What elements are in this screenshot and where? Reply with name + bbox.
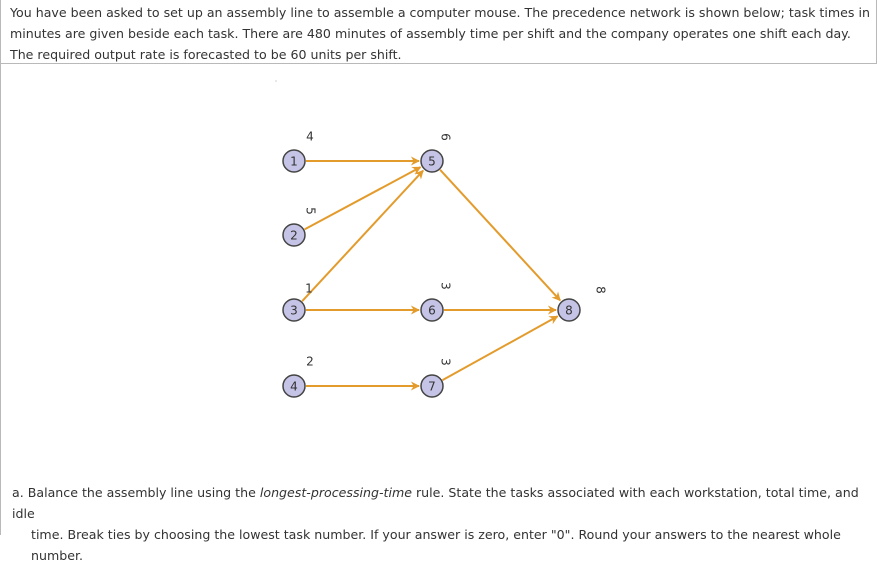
task-time-label: 4	[306, 130, 314, 144]
task-id-label: 5	[428, 155, 436, 169]
task-id-label: 4	[290, 380, 298, 394]
task-node-7: 73	[420, 358, 453, 398]
task-node-circle	[420, 298, 444, 322]
task-id-label: 2	[290, 229, 298, 243]
task-id-label: 7	[428, 380, 436, 394]
task-time-label: 1	[305, 282, 313, 296]
task-id-label: 1	[290, 155, 298, 169]
stray-mark	[275, 80, 277, 82]
task-node-circle	[282, 298, 306, 322]
task-node-6: 63	[420, 282, 453, 322]
task-time-label: 3	[439, 358, 453, 366]
task-time-label: 8	[594, 286, 608, 294]
part-a-line2: time. Break ties by choosing the lowest …	[31, 527, 841, 563]
part-a-line1-rest: rule. State the tasks associated with ea…	[12, 485, 859, 521]
task-node-8: 88	[557, 286, 608, 322]
part-a-prefix: a. Balance the assembly line using the	[12, 485, 260, 500]
problem-statement: You have been asked to set up an assembl…	[0, 0, 877, 64]
task-node-circle	[282, 149, 306, 173]
edge-2-to-5	[304, 166, 422, 231]
edge-3-to-5	[301, 169, 424, 302]
task-time-label: 3	[439, 282, 453, 290]
task-node-circle	[420, 149, 444, 173]
task-node-circle	[420, 374, 444, 398]
question-part-a: a. Balance the assembly line using the l…	[12, 482, 874, 566]
edge-7-to-8	[442, 315, 559, 382]
task-node-circle	[282, 374, 306, 398]
network-edges	[301, 156, 561, 391]
task-node-1: 14	[282, 130, 314, 173]
task-node-4: 42	[282, 355, 314, 398]
task-node-5: 56	[420, 133, 453, 173]
left-border	[0, 64, 1, 535]
task-id-label: 6	[428, 304, 436, 318]
task-node-circle	[557, 298, 581, 322]
problem-statement-text: You have been asked to set up an assembl…	[10, 5, 870, 62]
task-node-2: 25	[282, 207, 318, 247]
task-node-circle	[282, 223, 306, 247]
part-a-rule-name: longest-processing-time	[259, 485, 412, 500]
task-time-label: 2	[306, 355, 314, 369]
edge-5-to-8	[439, 169, 561, 302]
task-time-label: 5	[304, 207, 318, 215]
task-node-3: 31	[282, 282, 313, 322]
task-time-label: 6	[439, 133, 453, 141]
task-id-label: 8	[565, 304, 573, 318]
task-id-label: 3	[290, 304, 298, 318]
